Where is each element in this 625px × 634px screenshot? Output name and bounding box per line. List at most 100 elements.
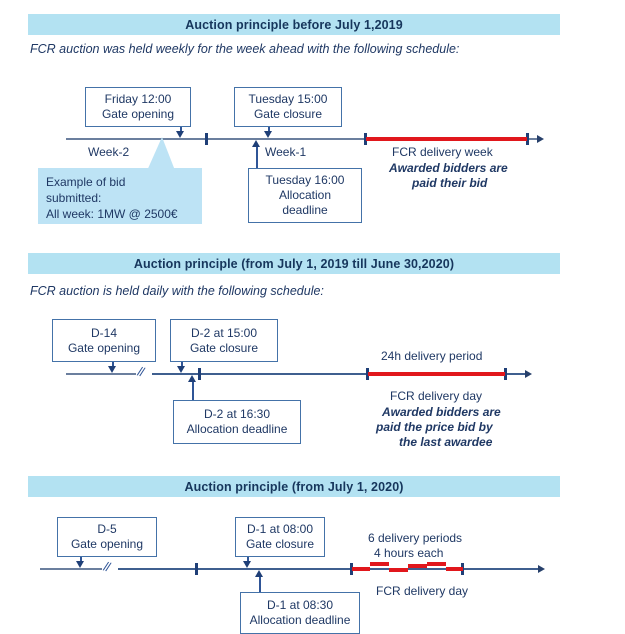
section-2-allocation-arrow-icon [188, 375, 196, 382]
section-1-gate-opening-connector [180, 127, 182, 134]
section-1-week-minus-1-label: Week-1 [265, 145, 307, 159]
section-3-allocation-line-1: D-1 at 08:30 [266, 598, 334, 612]
section-1-gate-closure-line-1: Tuesday 15:00 [248, 92, 328, 106]
section-auction-from-july-2020: Auction principle (from July 1, 2020) D-… [0, 465, 625, 634]
section-3-tick-delivery-start [350, 563, 353, 575]
section-1-delivery-red-line [366, 137, 527, 141]
section-2-gate-closure-box: D-2 at 15:00 Gate closure [170, 319, 278, 362]
section-2-delivery-red-line [368, 372, 505, 376]
section-2-timeline-axis-left [66, 373, 136, 375]
section-2-allocation-deadline-box: D-2 at 16:30 Allocation deadline [173, 400, 301, 444]
section-2-delivery-note-line-1: Awarded bidders are [382, 405, 501, 419]
section-1-allocation-line-3: deadline [282, 203, 328, 217]
section-1-allocation-deadline-box: Tuesday 16:00 Allocation deadline [248, 168, 362, 223]
section-1-gate-closure-connector [268, 127, 270, 134]
section-1-allocation-connector [256, 144, 258, 169]
section-2-gate-closure-line-2: Gate closure [189, 340, 259, 355]
section-1-header-bar: Auction principle before July 1,2019 [28, 14, 560, 35]
section-1-intro-text: FCR auction was held weekly for the week… [30, 42, 460, 56]
section-2-gate-closure-arrow-icon [177, 366, 185, 373]
section-1-week-minus-2-label: Week-2 [88, 145, 130, 159]
section-3-gate-closure-line-2: Gate closure [245, 537, 315, 551]
section-3-gate-closure-line-1: D-1 at 08:00 [246, 522, 314, 536]
section-3-delivery-segment-4 [408, 564, 427, 568]
section-2-timeline-axis-right [152, 373, 527, 375]
section-2-header-bar: Auction principle (from July 1, 2019 til… [28, 253, 560, 274]
section-3-allocation-connector [259, 574, 261, 593]
section-2-delivery-title: FCR delivery day [390, 389, 483, 403]
section-3-allocation-arrow-icon [255, 570, 263, 577]
section-3-gate-opening-box: D-5 Gate opening [57, 517, 157, 557]
section-3-allocation-line-2: Allocation deadline [249, 613, 351, 627]
section-3-timeline-axis-right [118, 568, 540, 570]
section-1-allocation-line-2: Allocation [278, 188, 332, 202]
section-2-tick-1 [198, 368, 201, 380]
section-3-gate-opening-connector [80, 557, 82, 564]
section-auction-before-july-2019: Auction principle before July 1,2019 FCR… [0, 0, 625, 238]
section-2-tick-delivery-start [366, 368, 369, 380]
section-2-gate-closure-connector [181, 362, 183, 369]
section-auction-july-2019-june-2020: Auction principle (from July 1, 2019 til… [0, 238, 625, 465]
section-3-allocation-deadline-box: D-1 at 08:30 Allocation deadline [240, 592, 360, 634]
section-3-gate-closure-box: D-1 at 08:00 Gate closure [235, 517, 325, 557]
section-3-gate-opening-line-2: Gate opening [70, 537, 144, 551]
section-1-bubble-line-2: submitted: [46, 191, 102, 205]
section-1-timeline-axis [66, 138, 539, 140]
section-1-allocation-arrow-icon [252, 140, 260, 147]
section-2-delivery-note-line-2: paid the price bid by [376, 420, 493, 434]
section-3-delivery-segment-6 [446, 567, 463, 571]
section-2-gate-opening-line-1: D-14 [90, 325, 117, 340]
section-3-delivery-segment-1 [352, 567, 370, 571]
section-3-axis-break-mark: // [101, 558, 112, 575]
section-3-delivery-segment-5 [427, 562, 446, 566]
section-2-gate-opening-box: D-14 Gate opening [52, 319, 156, 362]
section-1-example-bid-bubble: Example of bid submitted: All week: 1MW … [38, 168, 202, 224]
section-3-delivery-period-label-1: 6 delivery periods [368, 531, 463, 545]
section-1-bubble-line-3: All week: 1MW @ 2500€ [46, 207, 178, 221]
section-3-delivery-segment-2 [370, 562, 389, 566]
section-2-delivery-period-label: 24h delivery period [381, 349, 483, 363]
section-3-tick-1 [195, 563, 198, 575]
section-2-allocation-line-2: Allocation deadline [186, 422, 288, 436]
section-2-timeline-axis-arrow-icon [525, 370, 532, 378]
section-3-timeline-axis-left [40, 568, 102, 570]
section-1-bubble-tail-icon [146, 137, 176, 173]
section-2-gate-opening-connector [112, 362, 114, 369]
section-2-axis-break-mark: // [135, 363, 146, 380]
section-2-tick-delivery-end [504, 368, 507, 380]
section-3-gate-opening-line-1: D-5 [97, 522, 117, 536]
section-1-delivery-note-line-2: paid their bid [412, 176, 488, 190]
section-2-gate-opening-arrow-icon [108, 366, 116, 373]
section-3-timeline-axis-arrow-icon [538, 565, 545, 573]
section-3-gate-closure-connector [247, 557, 249, 564]
section-1-allocation-line-1: Tuesday 16:00 [265, 173, 345, 187]
section-2-allocation-connector [192, 379, 194, 401]
section-3-gate-closure-arrow-icon [243, 561, 251, 568]
section-2-gate-closure-line-1: D-2 at 15:00 [190, 325, 258, 340]
section-3-delivery-period-label-2: 4 hours each [374, 546, 444, 560]
section-1-gate-opening-arrow-icon [176, 131, 184, 138]
section-1-delivery-title: FCR delivery week [392, 145, 493, 159]
section-1-header-title: Auction principle before July 1,2019 [185, 17, 403, 32]
section-1-tick-delivery-end [526, 133, 529, 145]
section-2-delivery-note-line-3: the last awardee [399, 435, 493, 449]
section-3-header-title: Auction principle (from July 1, 2020) [184, 479, 404, 494]
section-2-allocation-line-1: D-2 at 16:30 [203, 407, 271, 421]
section-1-delivery-note-line-1: Awarded bidders are [389, 161, 508, 175]
section-3-gate-opening-arrow-icon [76, 561, 84, 568]
section-3-delivery-segment-3 [389, 568, 408, 572]
section-1-gate-closure-box: Tuesday 15:00 Gate closure [234, 87, 342, 127]
section-2-header-title: Auction principle (from July 1, 2019 til… [133, 256, 455, 271]
section-3-header-bar: Auction principle (from July 1, 2020) [28, 476, 560, 497]
section-1-tick-1 [205, 133, 208, 145]
section-3-delivery-title: FCR delivery day [376, 584, 469, 598]
section-1-tick-delivery-start [364, 133, 367, 145]
section-1-gate-opening-box: Friday 12:00 Gate opening [85, 87, 191, 127]
section-2-intro-text: FCR auction is held daily with the follo… [30, 284, 324, 298]
section-1-timeline-axis-arrow-icon [537, 135, 544, 143]
section-1-gate-opening-line-2: Gate opening [101, 107, 175, 121]
section-1-gate-opening-line-1: Friday 12:00 [104, 92, 172, 106]
section-1-gate-closure-arrow-icon [264, 131, 272, 138]
section-1-bubble-line-1: Example of bid [46, 175, 126, 189]
section-1-gate-closure-line-2: Gate closure [253, 107, 323, 121]
